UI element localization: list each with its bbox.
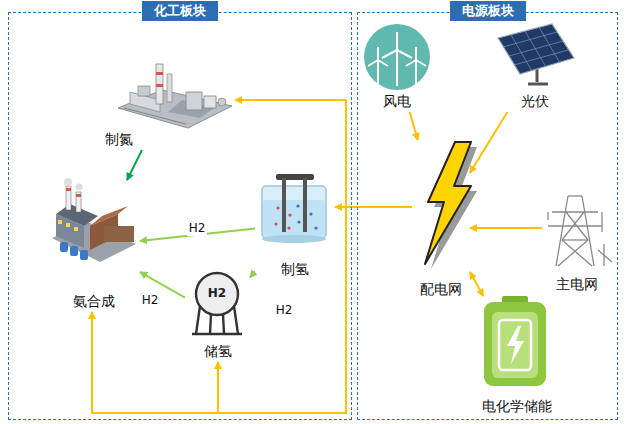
solar-panel-icon [498, 24, 574, 84]
process-icon-node: 氨合成 [48, 180, 140, 312]
wind-icon [364, 24, 430, 90]
edge-label: H2 [140, 293, 161, 308]
flow-arrow [92, 207, 412, 413]
edge-label: H2 [187, 221, 208, 236]
node-label: 储氢 [204, 342, 232, 360]
process-icon-node: 制氮 [95, 58, 235, 150]
node-label: 氨合成 [73, 292, 115, 310]
nitrogen-plant-icon [118, 64, 232, 128]
node-label: 制氢 [281, 260, 309, 278]
power-tower-icon [548, 196, 612, 266]
edge-label: H2 [274, 303, 295, 318]
node-label: 风电 [383, 92, 411, 110]
tank-mark: H2 [208, 286, 226, 300]
grid-icon-node: 配电网 [412, 140, 470, 300]
flow-arrow [250, 272, 255, 278]
node-label: 光伏 [521, 92, 549, 110]
battery-icon [484, 296, 546, 386]
source-icon-node: 光伏 [492, 22, 578, 112]
panel-title: 化工板块 [142, 1, 218, 21]
flow-arrow [470, 112, 507, 173]
node-label: 配电网 [420, 280, 462, 298]
node-label: 制氮 [105, 130, 133, 148]
flow-arrow [218, 207, 412, 413]
lightning-icon [425, 142, 477, 269]
source-icon-node: 风电 [360, 24, 434, 112]
process-icon-node: 制氢 [255, 168, 335, 280]
region-panel: 电源板块风电光伏配电网主电网电化学储能 [357, 12, 618, 420]
flow-arrow [235, 100, 412, 207]
flow-arrow [470, 272, 483, 296]
electrolyzer-icon [262, 174, 326, 243]
node-label: 主电网 [556, 275, 598, 293]
flow-arrow [127, 150, 142, 180]
process-icon-node: 储氢 [185, 270, 250, 362]
hydrogen-tank-icon [192, 273, 242, 334]
panel-title: 电源板块 [450, 1, 526, 21]
flow-arrow [470, 227, 542, 229]
region-panel: 化工板块制氮氨合成制氢储氢 [8, 12, 352, 420]
flow-arrow [410, 112, 418, 140]
source-icon-node: 主电网 [542, 188, 612, 295]
ammonia-factory-icon [52, 178, 136, 262]
node-label: 电化学储能 [482, 397, 552, 415]
storage-icon-node: 电化学储能 [472, 296, 562, 417]
